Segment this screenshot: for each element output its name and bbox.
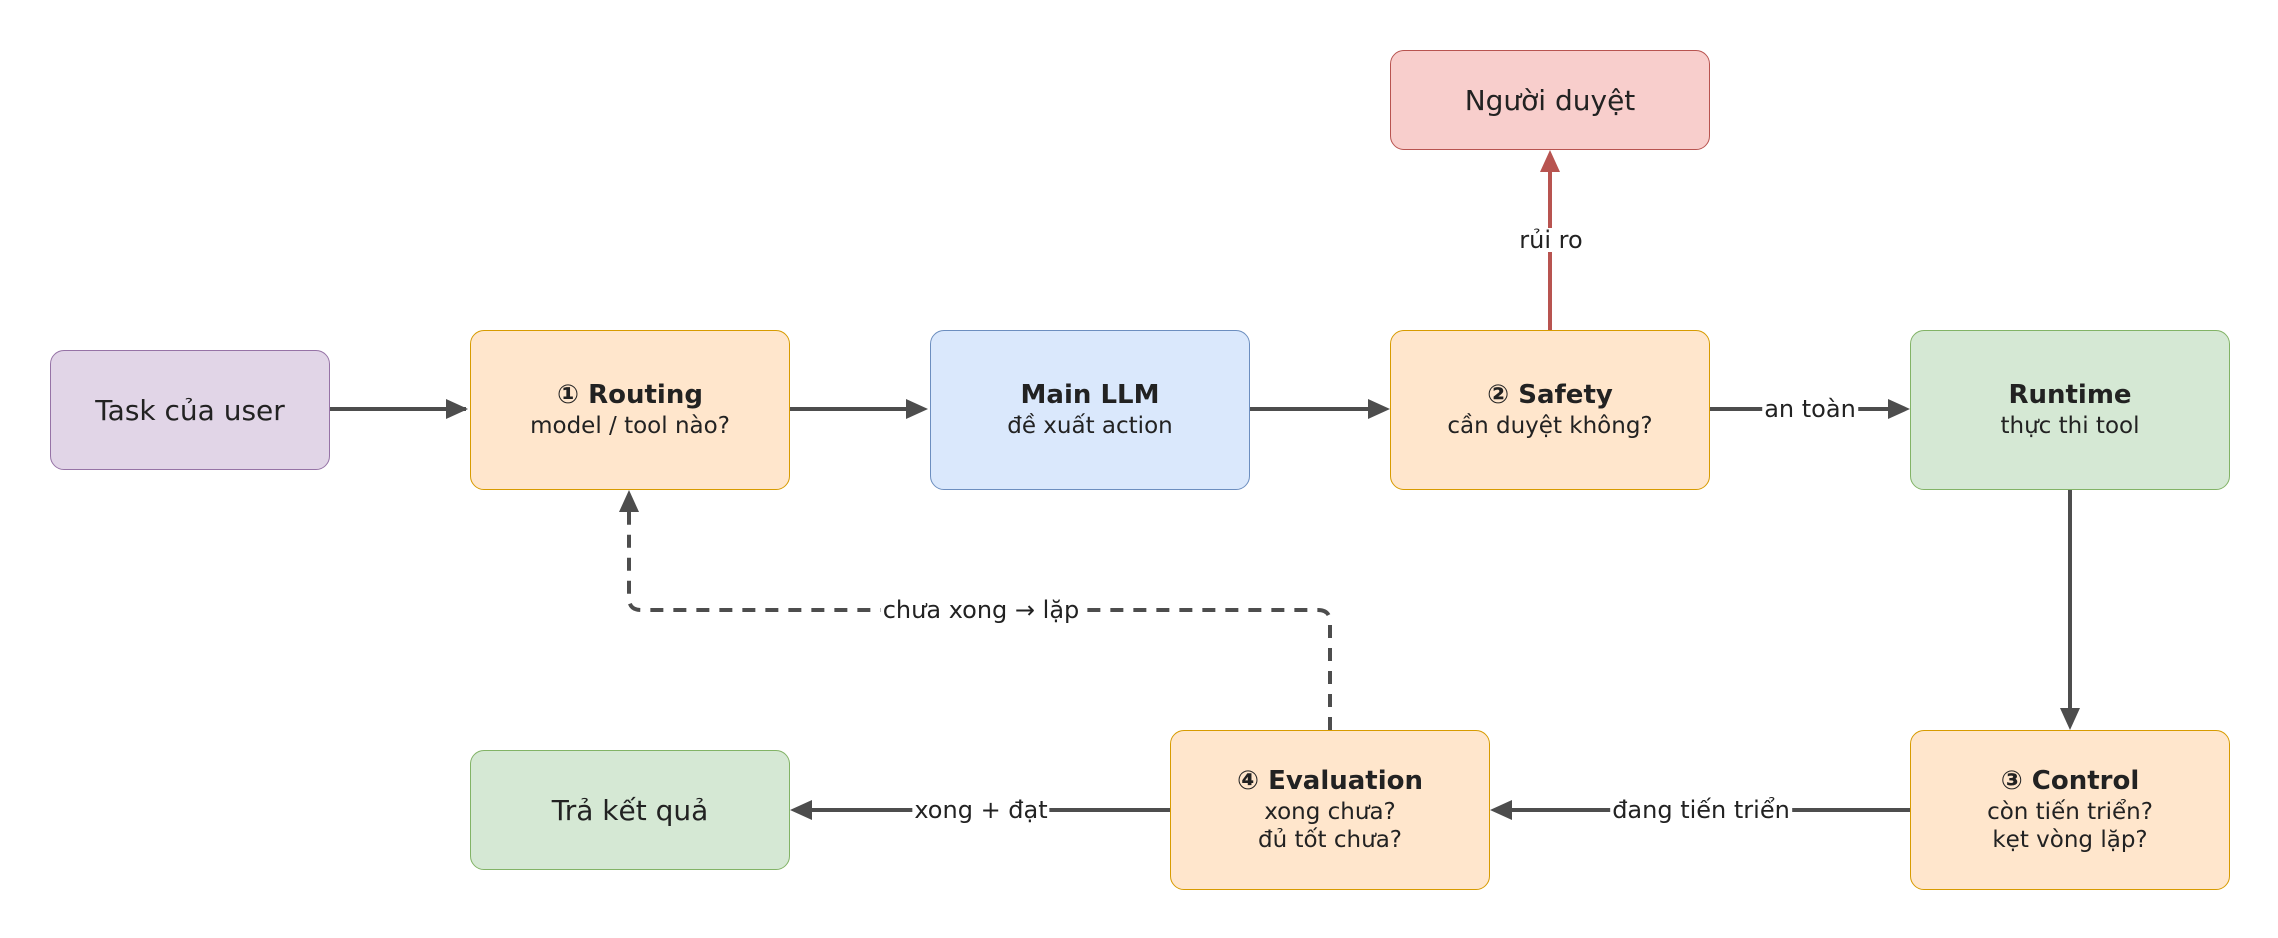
task-node: Task của user (50, 350, 330, 470)
main-llm-title: Main LLM (1020, 380, 1160, 411)
control-node: ③ Control còn tiến triển? kẹt vòng lặp? (1910, 730, 2230, 890)
arrowhead-result (790, 800, 812, 820)
reviewer-label: Người duyệt (1464, 83, 1636, 117)
edge-label-loop: chưa xong → lặp (880, 596, 1082, 624)
runtime-node: Runtime thực thi tool (1910, 330, 2230, 490)
edge-label-safe: an toàn (1762, 395, 1858, 423)
control-title: ③ Control (2000, 766, 2140, 796)
arrowhead-loop-routing (619, 490, 639, 512)
routing-title: ① Routing (557, 380, 703, 411)
main-llm-subtitle: đề xuất action (1007, 412, 1173, 439)
routing-subtitle: model / tool nào? (530, 412, 730, 439)
routing-node: ① Routing model / tool nào? (470, 330, 790, 490)
main-llm-node: Main LLM đề xuất action (930, 330, 1250, 490)
safety-subtitle: cần duyệt không? (1447, 412, 1653, 439)
edge-label-progress: đang tiến triển (1610, 796, 1792, 824)
arrowhead-control (2060, 708, 2080, 730)
runtime-title: Runtime (2008, 380, 2132, 411)
arrowhead-routing (446, 399, 468, 419)
arrowhead-reviewer (1540, 150, 1560, 172)
evaluation-subtitle-2: đủ tốt chưa? (1257, 827, 1402, 854)
safety-node: ② Safety cần duyệt không? (1390, 330, 1710, 490)
control-subtitle-1: còn tiến triển? (1987, 798, 2153, 825)
reviewer-node: Người duyệt (1390, 50, 1710, 150)
arrowhead-safety (1368, 399, 1390, 419)
arrowhead-llm (906, 399, 928, 419)
evaluation-title: ④ Evaluation (1237, 766, 1423, 796)
result-label: Trả kết quả (551, 793, 709, 827)
evaluation-node: ④ Evaluation xong chưa? đủ tốt chưa? (1170, 730, 1490, 890)
safety-title: ② Safety (1487, 380, 1613, 411)
result-node: Trả kết quả (470, 750, 790, 870)
edge-label-done: xong + đạt (912, 796, 1050, 824)
evaluation-subtitle-1: xong chưa? (1264, 798, 1396, 825)
runtime-subtitle: thực thi tool (2000, 412, 2140, 439)
arrowhead-evaluation (1490, 800, 1512, 820)
arrowhead-runtime (1888, 399, 1910, 419)
control-subtitle-2: kẹt vòng lặp? (1992, 827, 2148, 854)
task-label: Task của user (95, 393, 285, 427)
edge-label-risk: rủi ro (1517, 226, 1585, 254)
